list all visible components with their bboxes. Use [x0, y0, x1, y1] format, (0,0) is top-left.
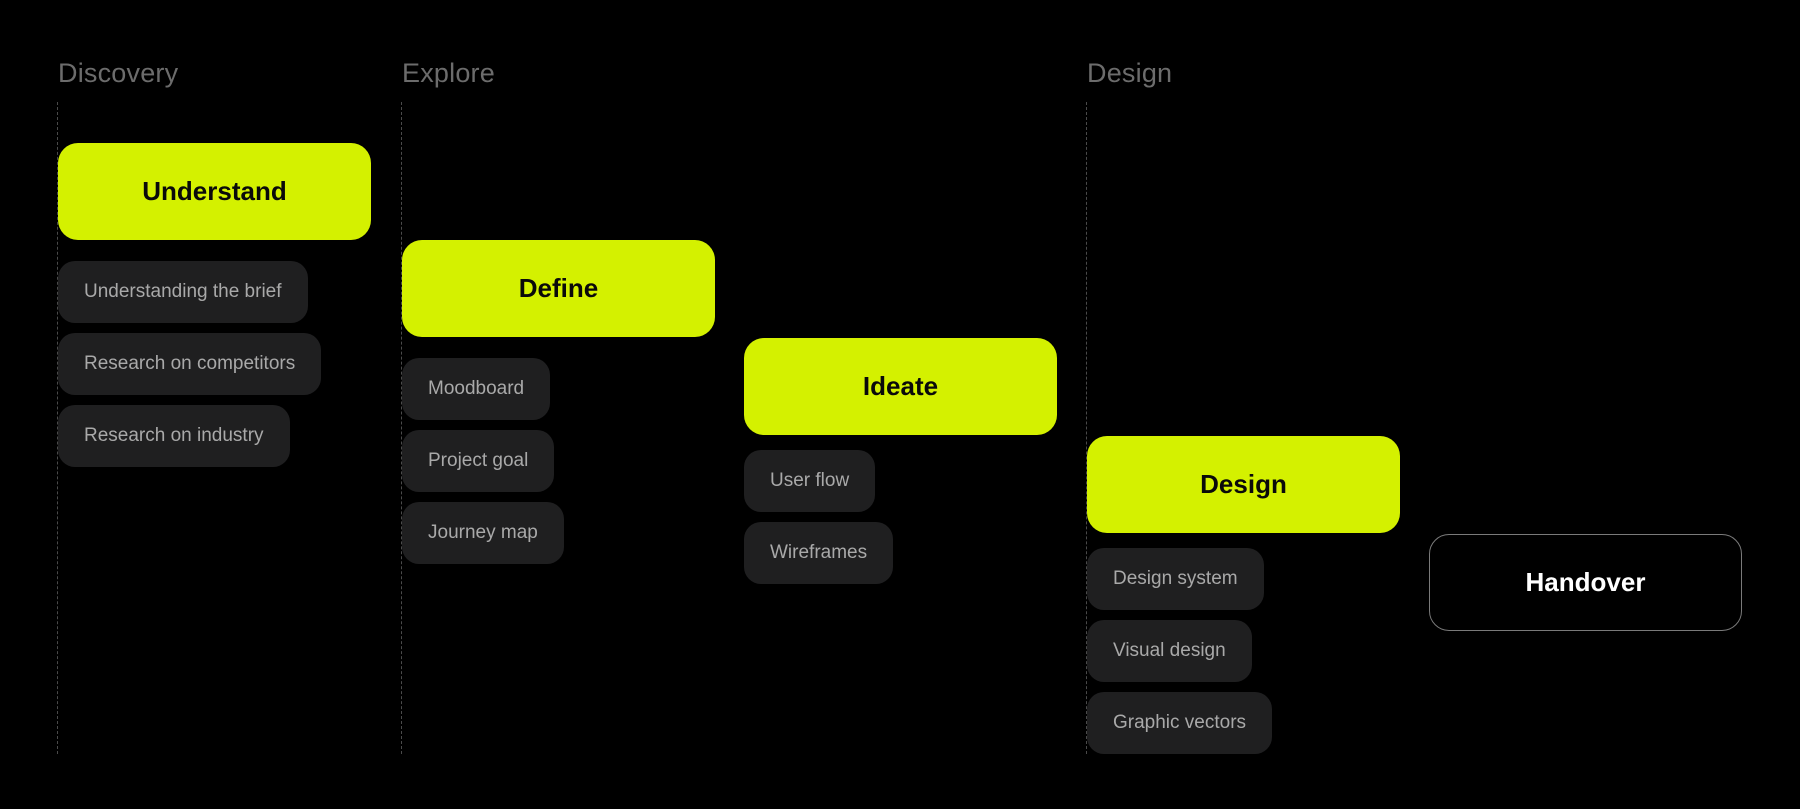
task-journey-map: Journey map — [402, 502, 564, 564]
stage-design: Design — [1087, 436, 1400, 533]
stage-define: Define — [402, 240, 715, 337]
task-visual-design: Visual design — [1087, 620, 1252, 682]
phase-heading-explore: Explore — [402, 58, 495, 88]
phase-heading-design: Design — [1087, 58, 1173, 88]
task-user-flow: User flow — [744, 450, 876, 512]
task-wireframes: Wireframes — [744, 522, 894, 584]
stage-understand: Understand — [58, 143, 371, 240]
stage-ideate: Ideate — [744, 338, 1057, 435]
phase-divider-discovery — [57, 102, 58, 754]
stage-handover: Handover — [1429, 534, 1742, 631]
task-design-system: Design system — [1087, 548, 1264, 610]
task-understanding-the-brief: Understanding the brief — [58, 261, 308, 323]
phase-divider-design — [1086, 102, 1087, 754]
task-project-goal: Project goal — [402, 430, 555, 492]
task-research-on-competitors: Research on competitors — [58, 333, 322, 395]
task-moodboard: Moodboard — [402, 358, 551, 420]
task-graphic-vectors: Graphic vectors — [1087, 692, 1273, 754]
phase-heading-discovery: Discovery — [58, 58, 179, 88]
task-research-on-industry: Research on industry — [58, 405, 290, 467]
phase-divider-explore — [401, 102, 402, 754]
